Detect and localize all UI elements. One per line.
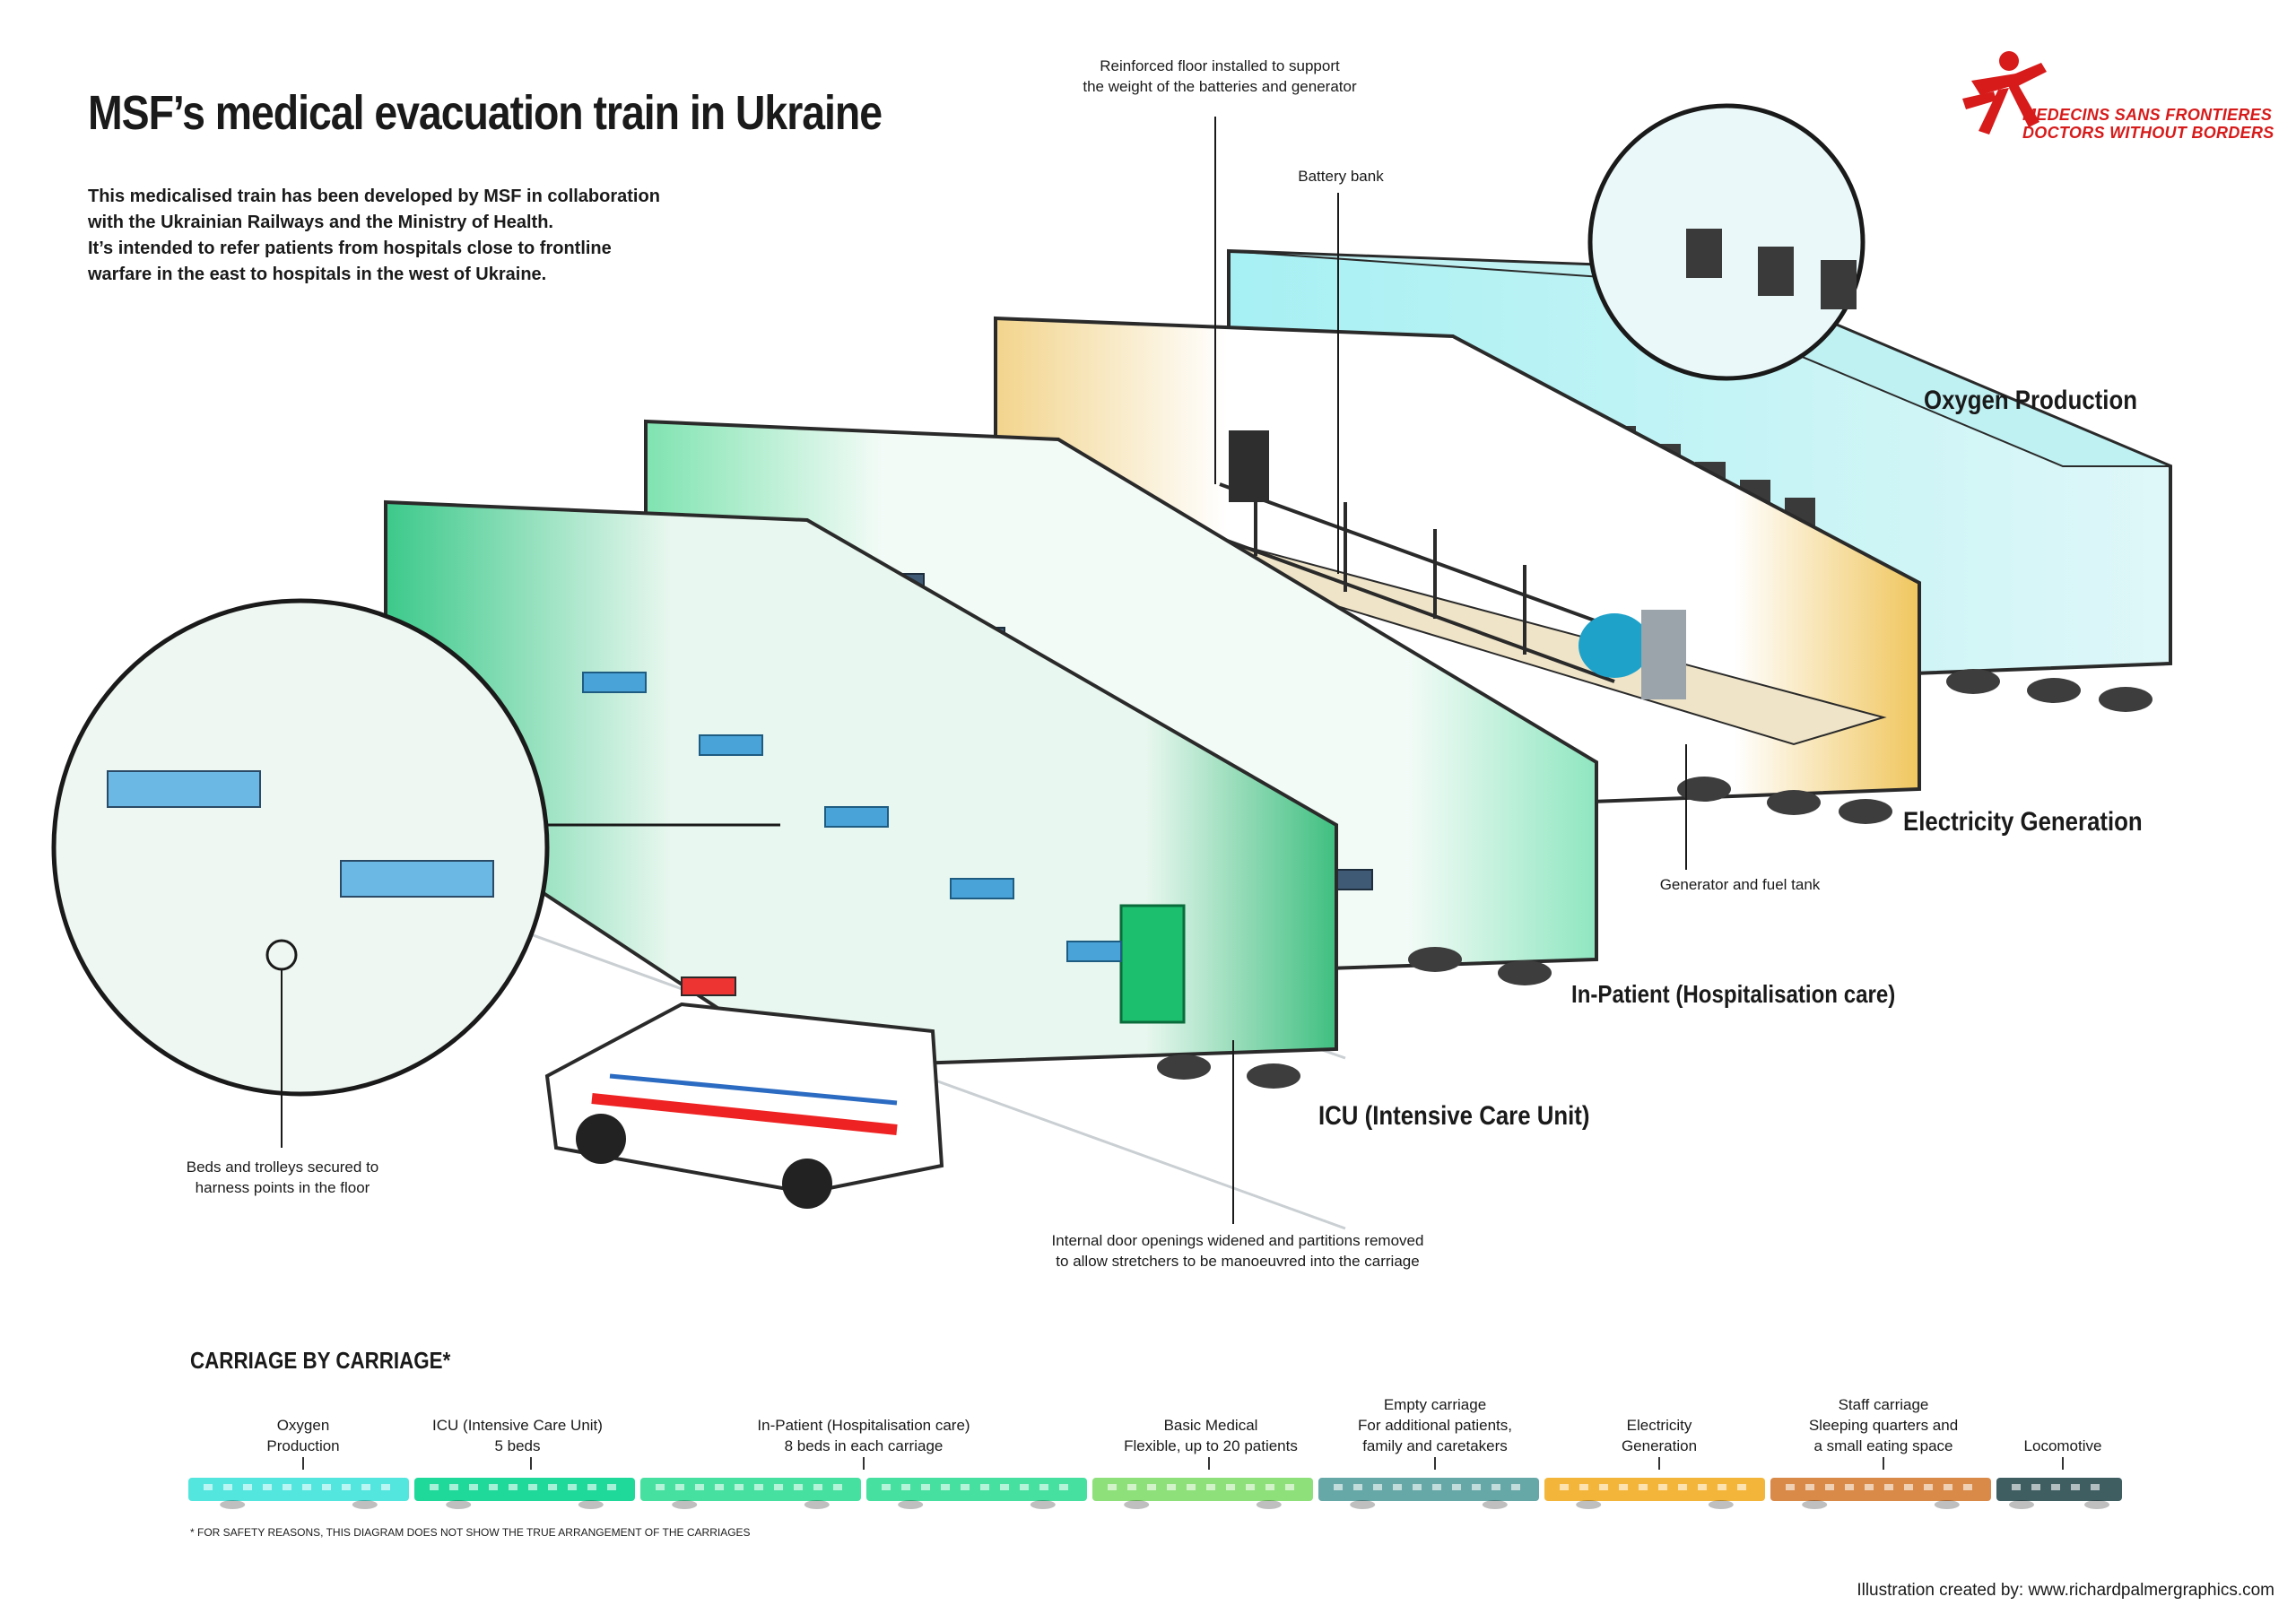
strip-label-oxygen: Oxygen Production	[191, 1415, 415, 1456]
strip-label-line: family and caretakers	[1362, 1437, 1508, 1454]
generator	[1641, 610, 1686, 699]
strip-label-staff-carriage: Staff carriage Sleeping quarters and a s…	[1758, 1394, 2009, 1456]
intro-line: This medicalised train has been develope…	[88, 187, 660, 206]
strip-label-line: Oxygen	[276, 1417, 330, 1434]
intro-text: This medicalised train has been develope…	[88, 184, 716, 288]
intro-line: with the Ukrainian Railways and the Mini…	[88, 213, 553, 232]
page-title: MSF’s medical evacuation train in Ukrain…	[88, 86, 883, 140]
intro-line: warfare in the east to hospitals in the …	[88, 265, 547, 284]
strip-carriage	[1092, 1478, 1313, 1509]
train-illustration	[51, 103, 2172, 1230]
strip-label-line: ICU (Intensive Care Unit)	[432, 1417, 603, 1434]
strip-label-line: Generation	[1621, 1437, 1698, 1454]
label-icu: ICU (Intensive Care Unit)	[1318, 1101, 1590, 1131]
battery-bank-frame	[1219, 466, 1615, 683]
strip-carriage	[640, 1478, 861, 1509]
strip-label-electricity: Electricity Generation	[1547, 1415, 1771, 1456]
icu-wheels	[1157, 1055, 1300, 1089]
callout-line: to allow stretchers to be manoeuvred int…	[1056, 1253, 1420, 1270]
callout-line: Beds and trolleys secured to	[186, 1159, 379, 1176]
strip-carriage	[1996, 1478, 2122, 1509]
strip-carriage	[1544, 1478, 1765, 1509]
strip-label-icu: ICU (Intensive Care Unit) 5 beds	[370, 1415, 665, 1456]
icu-beds	[582, 672, 1122, 962]
strip-label-line: Locomotive	[2023, 1437, 2102, 1454]
oxygen-detail-magnifier	[1587, 103, 1866, 381]
callout-battery-bank: Battery bank	[1298, 168, 1384, 185]
callout-door-openings: Internal door openings widened and parti…	[987, 1230, 1489, 1271]
callout-line: the weight of the batteries and generato…	[1083, 78, 1357, 95]
strip-label-line: 8 beds in each carriage	[784, 1437, 944, 1454]
electricity-wheels	[1677, 777, 1892, 824]
msf-running-man-icon	[1962, 51, 2047, 135]
strip-label-basic-medical: Basic Medical Flexible, up to 20 patient…	[1076, 1415, 1345, 1456]
strip-label-empty-carriage: Empty carriage For additional patients, …	[1309, 1394, 1561, 1456]
label-inpatient: In-Patient (Hospitalisation care)	[1571, 980, 1896, 1008]
strip-label-line: Basic Medical	[1163, 1417, 1258, 1434]
carriage-by-carriage-title: CARRIAGE BY CARRIAGE*	[190, 1347, 451, 1374]
logo-line-1: MEDECINS SANS FRONTIERES	[2022, 106, 2273, 124]
strip-label-line: Sleeping quarters and	[1808, 1417, 1959, 1434]
strip-label-line: a small eating space	[1813, 1437, 1953, 1454]
strip-label-line: 5 beds	[494, 1437, 541, 1454]
strip-carriage	[1318, 1478, 1539, 1509]
callout-line: Internal door openings widened and parti…	[1051, 1232, 1424, 1249]
carriage-footnote: * FOR SAFETY REASONS, THIS DIAGRAM DOES …	[190, 1526, 751, 1539]
msf-logo	[1962, 51, 2047, 135]
callout-reinforced-floor: Reinforced floor installed to support th…	[1031, 56, 1408, 97]
strip-label-line: Production	[266, 1437, 340, 1454]
strip-label-line: Empty carriage	[1383, 1396, 1487, 1413]
icu-door	[1119, 904, 1186, 1024]
label-oxygen-production: Oxygen Production	[1924, 386, 2137, 415]
intro-line: It’s intended to refer patients from hos…	[88, 239, 612, 258]
icu-detail-magnifier	[51, 598, 780, 1097]
inpatient-wheels	[1408, 947, 1552, 985]
strip-label-locomotive: Locomotive	[1951, 1436, 2175, 1456]
strip-label-line: For additional patients,	[1358, 1417, 1512, 1434]
strip-label-inpatient: In-Patient (Hospitalisation care) 8 beds…	[702, 1415, 1025, 1456]
strip-label-line: Electricity	[1626, 1417, 1692, 1434]
generator-fuel-tank	[1578, 613, 1650, 678]
strip-carriage	[414, 1478, 635, 1509]
logo-line-2: DOCTORS WITHOUT BORDERS	[2022, 124, 2274, 142]
callout-generator-fuel-tank: Generator and fuel tank	[1659, 876, 1821, 893]
callout-leader-lines	[281, 117, 1687, 1224]
strip-carriage	[188, 1478, 409, 1509]
callout-line: Reinforced floor installed to support	[1100, 57, 1340, 74]
callout-line: harness points in the floor	[195, 1179, 370, 1196]
strip-ticks	[302, 1457, 2064, 1470]
electrical-cabinet	[1229, 430, 1269, 502]
callout-beds-secured: Beds and trolleys secured to harness poi…	[144, 1157, 422, 1198]
strip-label-line: In-Patient (Hospitalisation care)	[757, 1417, 970, 1434]
strip-label-line: Flexible, up to 20 patients	[1124, 1437, 1298, 1454]
strip-carriage	[866, 1478, 1087, 1509]
strip-label-line: Staff carriage	[1838, 1396, 1929, 1413]
strip-carriage	[1770, 1478, 1991, 1509]
carriage-strip	[188, 1478, 2122, 1509]
icu-carriage	[384, 499, 1338, 1089]
illustration-credit: Illustration created by: www.richardpalm…	[1857, 1581, 2274, 1600]
label-electricity-generation: Electricity Generation	[1903, 807, 2143, 837]
oxygen-wheels	[1946, 669, 2152, 712]
msf-wordmark: MEDECINS SANS FRONTIERES DOCTORS WITHOUT…	[2022, 106, 2274, 142]
ambulance	[544, 976, 944, 1209]
